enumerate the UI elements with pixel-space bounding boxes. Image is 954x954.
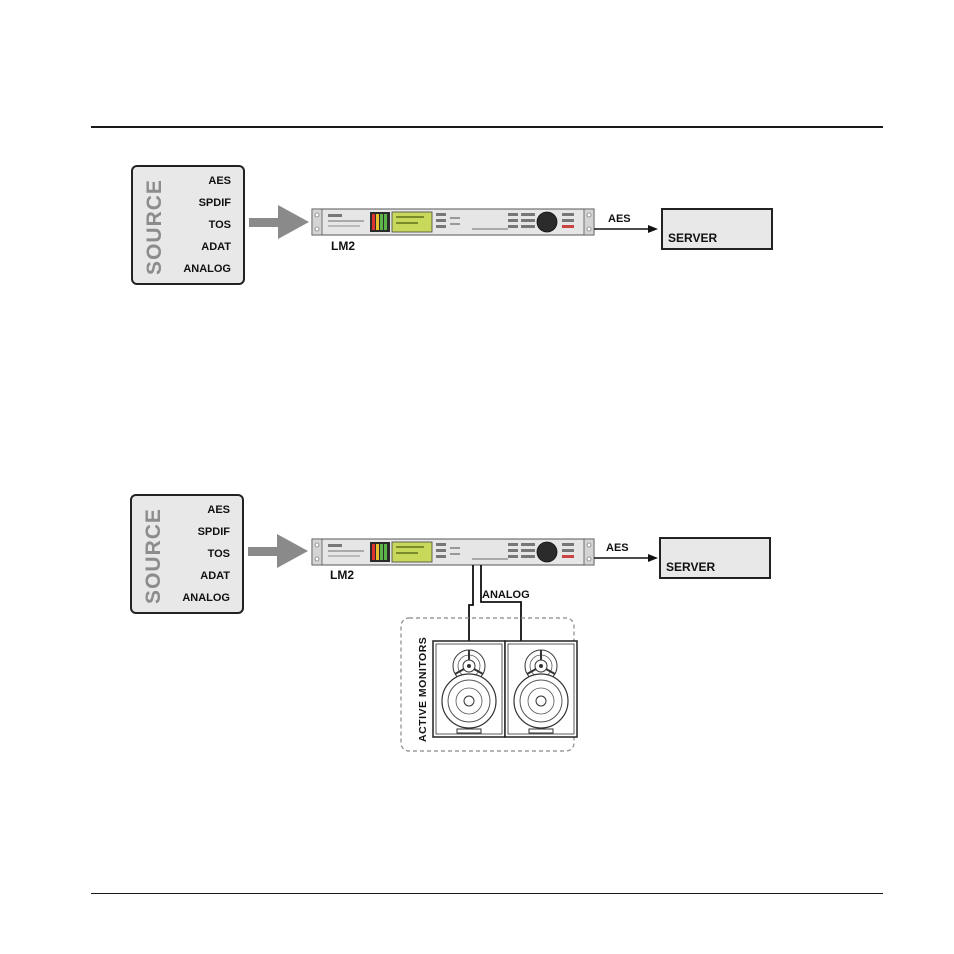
- diagram2-source-input: SPDIF: [182, 524, 230, 546]
- diagram1-server-box: SERVER: [661, 208, 773, 250]
- diagram2-lm2-device: [312, 539, 594, 565]
- diagram2-source-input: TOS: [182, 546, 230, 568]
- diagram1-source-inputs: AES SPDIF TOS ADAT ANALOG: [183, 173, 231, 283]
- diagram1-lm2-device: [312, 209, 594, 235]
- diagram1-source-input: AES: [183, 173, 231, 195]
- active-monitors-label: ACTIVE MONITORS: [417, 637, 429, 742]
- diagram1-device-label: LM2: [331, 239, 355, 253]
- diagram2-server-label: SERVER: [666, 560, 715, 574]
- diagram1-output-arrow: [594, 225, 658, 233]
- diagram2-source-title: SOURCE: [142, 506, 166, 606]
- diagram2-source-input: ADAT: [182, 568, 230, 590]
- diagram2-device-label: LM2: [330, 568, 354, 582]
- diagram2-source-inputs: AES SPDIF TOS ADAT ANALOG: [182, 502, 230, 612]
- diagram1-source-input: SPDIF: [183, 195, 231, 217]
- diagram1-output-label: AES: [608, 213, 631, 225]
- diagram1-source-input: ADAT: [183, 239, 231, 261]
- left-monitor: [433, 641, 505, 737]
- analog-cables: [469, 565, 521, 641]
- analog-cable-label: ANALOG: [482, 589, 530, 601]
- diagram1-server-label: SERVER: [668, 231, 717, 245]
- diagram2-output-arrow: [594, 554, 658, 562]
- diagram1-source-box: SOURCE AES SPDIF TOS ADAT ANALOG: [131, 165, 245, 285]
- diagram1-source-input: ANALOG: [183, 261, 231, 283]
- diagram1-source-input: TOS: [183, 217, 231, 239]
- diagram2-source-input: ANALOG: [182, 590, 230, 612]
- diagram1-input-arrow: [249, 205, 309, 239]
- diagram2-source-box: SOURCE AES SPDIF TOS ADAT ANALOG: [130, 494, 244, 614]
- diagram2-input-arrow: [248, 534, 308, 568]
- right-monitor: [505, 641, 577, 737]
- diagram2-server-box: SERVER: [659, 537, 771, 579]
- diagram2-source-input: AES: [182, 502, 230, 524]
- diagram2-output-label: AES: [606, 542, 629, 554]
- diagram1-source-title: SOURCE: [143, 177, 167, 277]
